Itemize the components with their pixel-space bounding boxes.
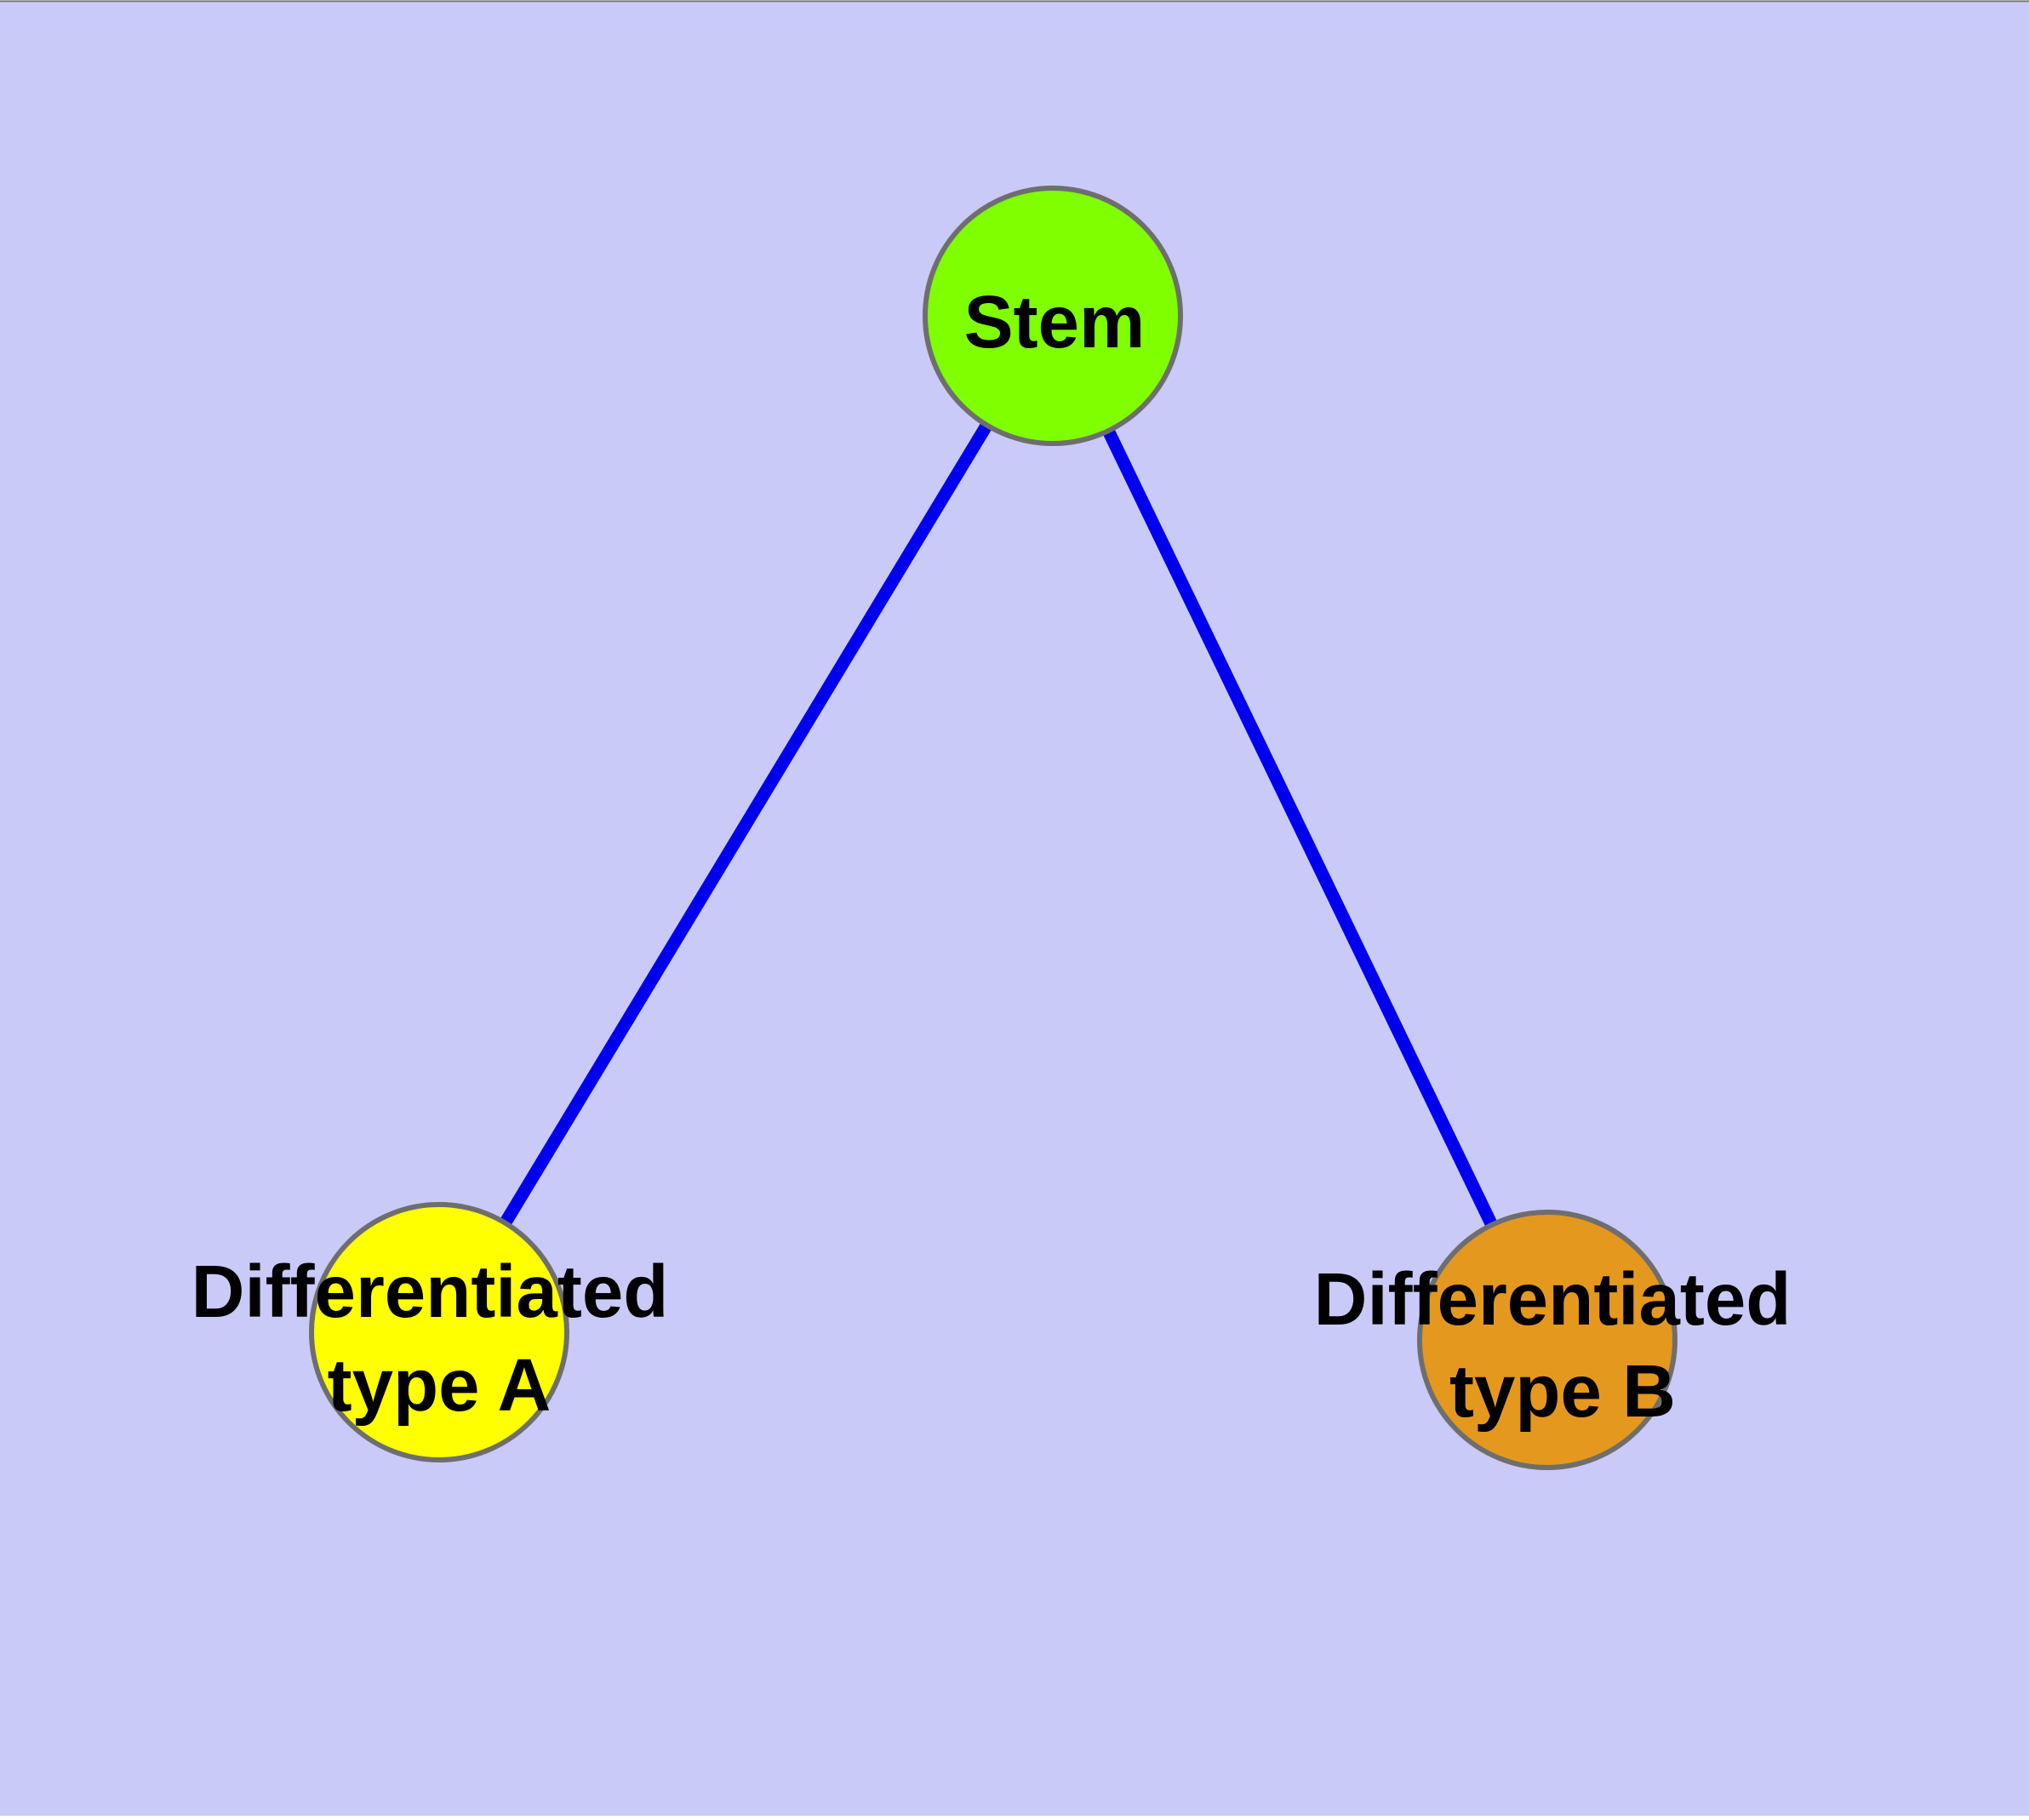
type-a-node-label-line1: Differentiated xyxy=(191,1251,669,1333)
edge-stem-to-type-a xyxy=(433,312,1059,1336)
stem-node-label: Stem xyxy=(964,281,1146,363)
type-a-node-label-line2: type A xyxy=(328,1344,552,1427)
type-b-node-label-line2: type B xyxy=(1449,1350,1676,1433)
stem-node-circle xyxy=(923,186,1183,446)
node-stem: Stem xyxy=(923,186,1183,446)
node-type-a: Differentiated type A xyxy=(191,1202,669,1462)
type-a-node-circle xyxy=(309,1202,569,1462)
type-b-node-circle xyxy=(1417,1210,1677,1470)
bottom-edge-artifact xyxy=(0,1816,2029,1820)
type-b-node-label-line1: Differentiated xyxy=(1314,1258,1792,1341)
edges xyxy=(433,312,1553,1343)
node-type-b: Differentiated type B xyxy=(1314,1210,1792,1470)
edge-stem-to-type-b xyxy=(1047,312,1553,1343)
